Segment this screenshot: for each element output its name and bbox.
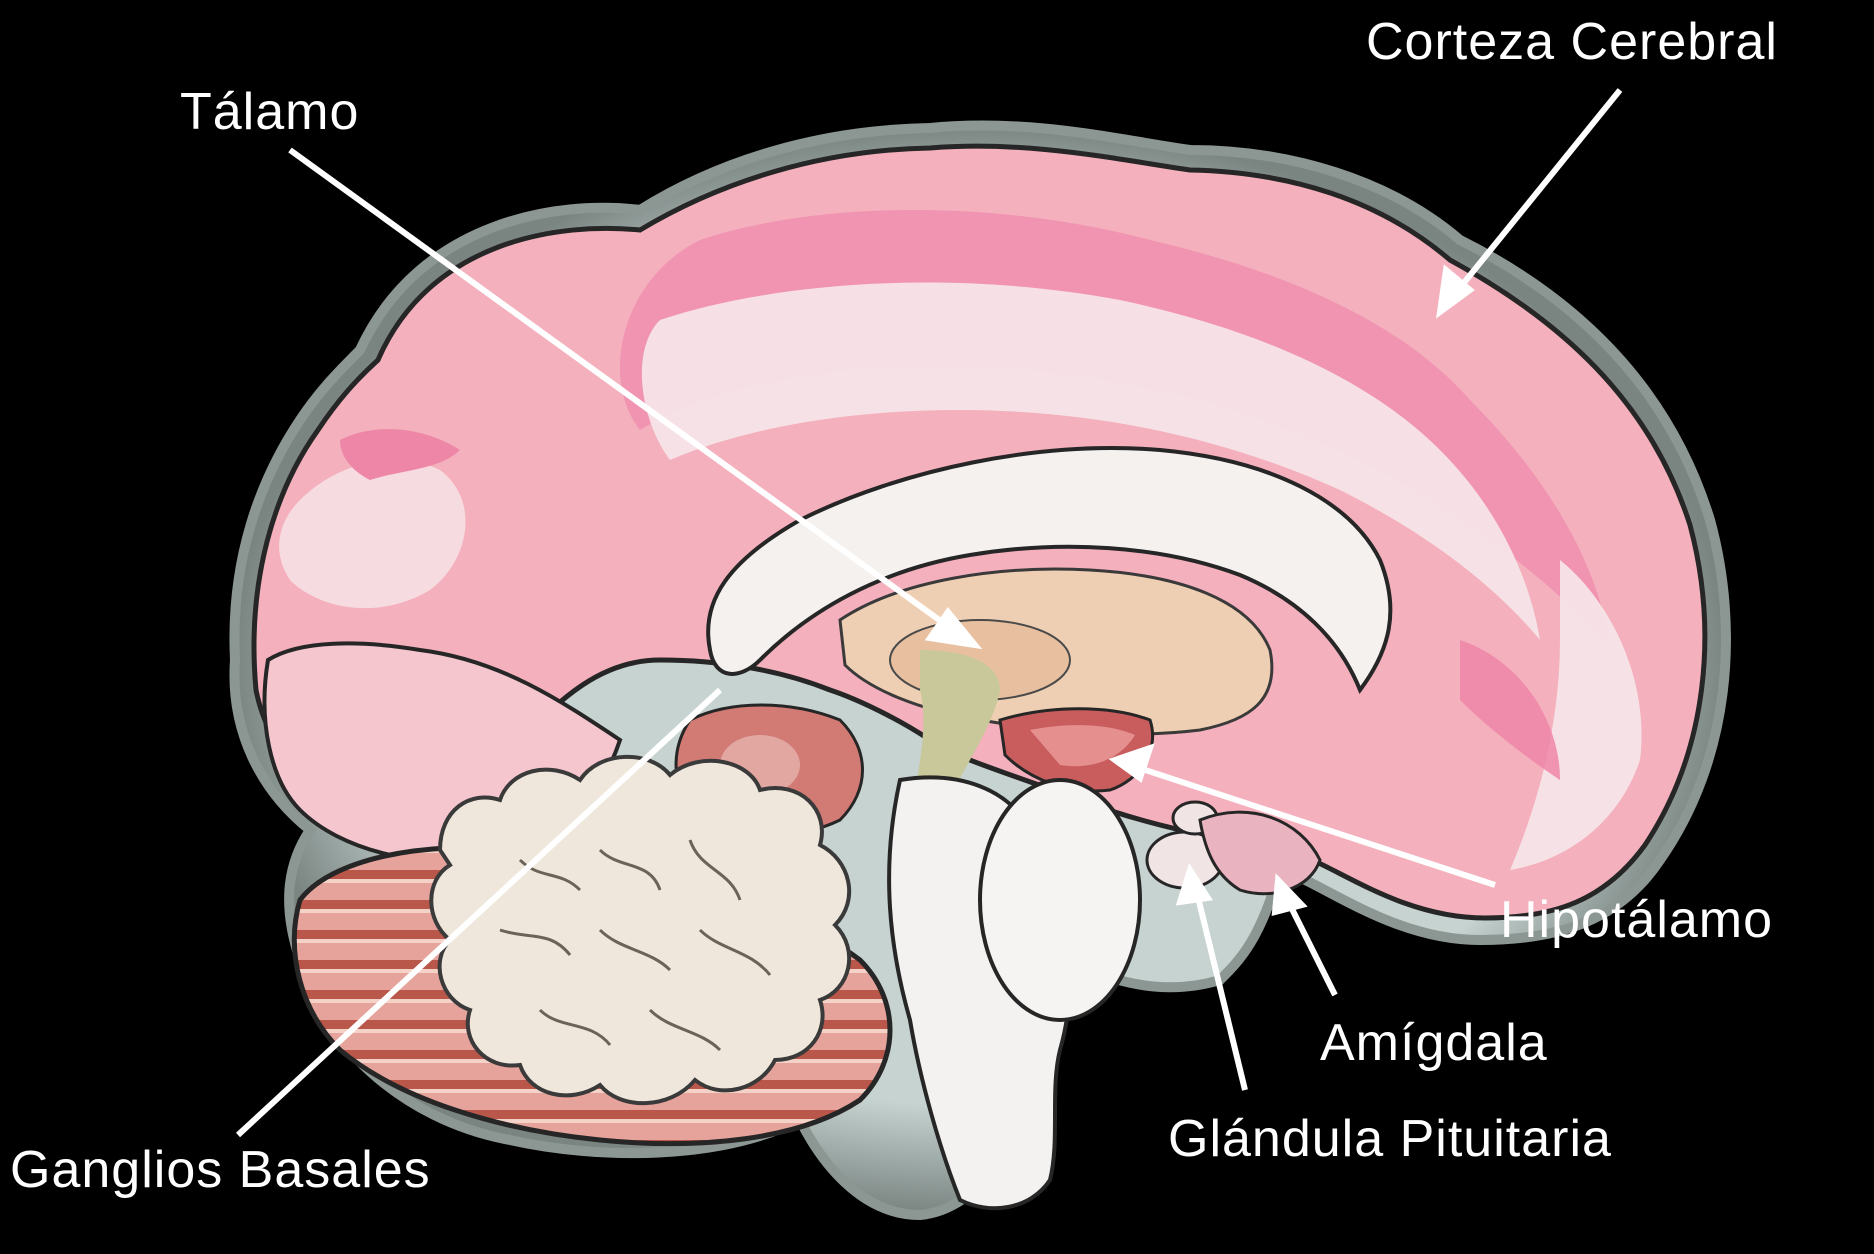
label-corteza-cerebral: Corteza Cerebral (1366, 16, 1778, 68)
pons (980, 780, 1140, 1020)
label-talamo: Tálamo (180, 86, 359, 138)
basal-ganglia (431, 757, 849, 1103)
pointer-corteza (1450, 90, 1620, 300)
label-hipotalamo: Hipotálamo (1500, 894, 1773, 946)
label-ganglios-basales: Ganglios Basales (10, 1144, 431, 1196)
label-amigdala: Amígdala (1320, 1017, 1548, 1069)
label-glandula-pituitaria: Glándula Pituitaria (1168, 1113, 1612, 1165)
